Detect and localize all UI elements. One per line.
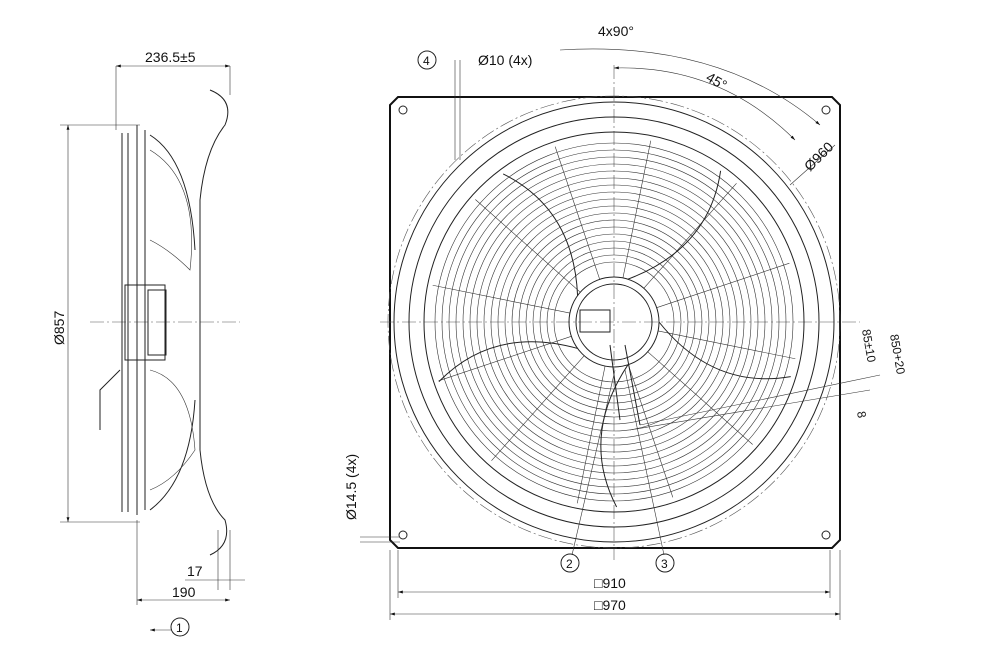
view-marker-1: 1 <box>176 621 183 635</box>
fan-blade <box>658 321 791 380</box>
mount-hole <box>821 105 831 115</box>
inner-square-label: □910 <box>594 575 626 591</box>
guard-strut <box>438 336 572 382</box>
length-dimension-label: 190 <box>172 584 196 600</box>
guard-strut <box>491 355 585 461</box>
guard-wire <box>497 205 731 439</box>
guard-wire <box>441 149 787 495</box>
mount-hole-label: Ø14.5 (4x) <box>343 454 359 520</box>
guard-strut <box>576 366 606 504</box>
marker-2: 2 <box>566 557 573 571</box>
cable-offset-label: 85±10 <box>859 328 879 364</box>
guard-strut <box>432 284 570 314</box>
mount-hole <box>398 530 408 540</box>
fan-blade <box>627 170 722 280</box>
outer-square-label: □970 <box>594 597 626 613</box>
guard-wire <box>511 219 717 425</box>
guard-wire <box>553 261 675 383</box>
fan-blade <box>600 364 629 508</box>
depth-dimension-label: 236.5±5 <box>145 49 196 65</box>
guard-strut <box>647 351 753 445</box>
bolt-circle-diameter-label: Ø960 <box>801 138 837 174</box>
guard-wire <box>525 233 703 411</box>
guard-strut <box>628 364 674 498</box>
fan-blade <box>438 341 578 383</box>
angle-45-label: 45° <box>704 69 730 93</box>
guard-wire <box>539 247 689 397</box>
side-view: 236.5±5 Ø857 17 190 1 <box>51 49 245 637</box>
mount-hole <box>821 530 831 540</box>
angle-4x90-label: 4x90° <box>598 23 634 39</box>
guard-strut <box>475 199 581 293</box>
guard-wire <box>518 226 710 418</box>
guard-strut <box>554 146 600 280</box>
diameter-dimension-label: Ø857 <box>51 311 67 345</box>
guard-wire <box>455 163 773 481</box>
marker-4: 4 <box>423 54 430 68</box>
guard-strut <box>643 183 737 289</box>
hole-diameter-label: Ø10 (4x) <box>478 52 532 68</box>
mount-hole <box>398 105 408 115</box>
cable-gap-label: 8 <box>854 410 869 419</box>
cable-length-label: 850+20 <box>887 333 908 376</box>
guard-wire <box>448 156 780 488</box>
fan-blade <box>502 173 579 296</box>
guard-wire <box>462 170 766 474</box>
guard-wire <box>532 240 696 404</box>
guard-wire <box>476 184 752 460</box>
guard-strut <box>658 330 796 360</box>
guard-wire <box>504 212 724 432</box>
flange-dimension-label: 17 <box>187 563 203 579</box>
marker-3: 3 <box>661 557 668 571</box>
guard-wire <box>469 177 759 467</box>
guard-strut <box>622 140 652 278</box>
guard-wire <box>483 191 745 453</box>
front-view: 4 Ø10 (4x) 4x90° 45° Ø960 85±10 850+20 8… <box>343 23 908 620</box>
guard-strut <box>656 262 790 308</box>
guard-wire <box>490 198 738 446</box>
